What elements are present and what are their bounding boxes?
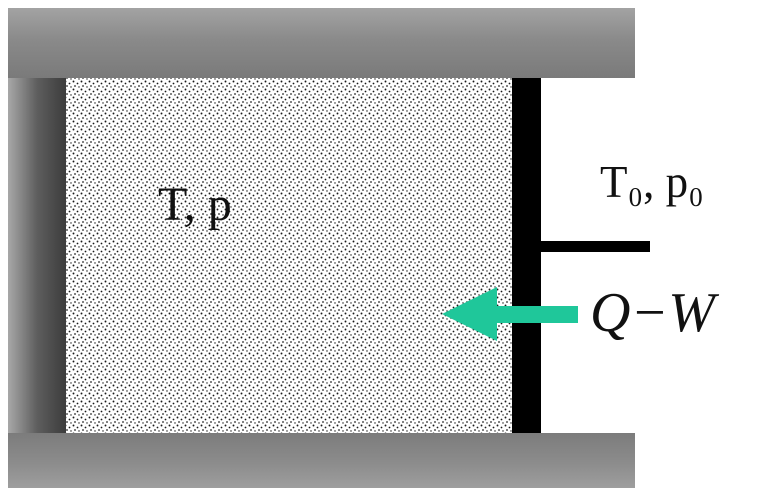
- transfer-arrow-icon: [442, 287, 578, 341]
- energy-transfer-label: Q−W: [590, 282, 715, 344]
- piston-rod: [541, 241, 650, 252]
- cylinder-top-wall: [8, 8, 635, 78]
- gas-state-label: T, p: [158, 178, 232, 231]
- cylinder-bottom-wall: [8, 433, 635, 488]
- gas-region: [66, 78, 512, 433]
- surroundings-state-label: T₀, p₀: [600, 157, 704, 207]
- piston: [512, 78, 541, 433]
- cylinder-end-wall: [8, 78, 66, 433]
